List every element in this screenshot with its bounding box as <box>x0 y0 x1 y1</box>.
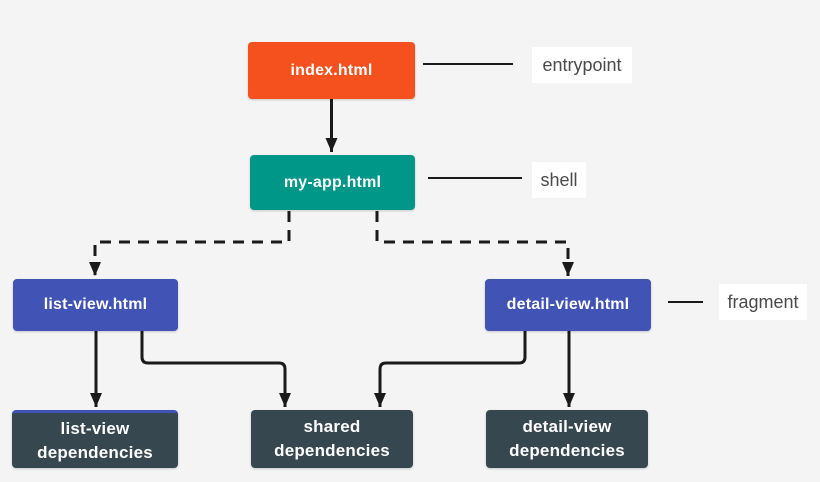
node-shared-dependencies-line1: shared <box>303 417 361 436</box>
node-detail-view-dependencies-line1: detail-view <box>522 417 612 436</box>
node-detail-view-html-label: detail-view.html <box>506 296 630 313</box>
node-index-html-label: index.html <box>290 61 373 79</box>
annotation-entrypoint: entrypoint <box>532 47 632 83</box>
node-index-html: index.html <box>248 42 415 99</box>
node-my-app-html-label: my-app.html <box>283 173 382 191</box>
edge-list-view-to-shared-deps <box>140 331 291 407</box>
node-list-view-html: list-view.html <box>13 279 178 331</box>
node-detail-view-html: detail-view.html <box>485 279 651 331</box>
node-shared-dependencies-line2: dependencies <box>274 441 390 460</box>
annotation-shell-label: shell <box>540 169 578 190</box>
edge-my-app-to-detail-view-dashed <box>375 211 574 276</box>
annotation-fragment-label: fragment <box>727 291 799 312</box>
annotation-fragment: fragment <box>719 284 807 320</box>
annotation-entrypoint-label: entrypoint <box>542 54 622 75</box>
edge-my-app-to-list-view-dashed <box>89 211 291 276</box>
node-detail-view-dependencies-line2: dependencies <box>509 441 625 460</box>
node-list-view-dependencies-line2: dependencies <box>37 442 153 462</box>
node-detail-view-dependencies: detail-view dependencies <box>486 410 648 468</box>
node-shared-dependencies: shared dependencies <box>251 410 413 468</box>
annotation-shell: shell <box>532 162 586 198</box>
node-list-view-html-label: list-view.html <box>43 296 148 313</box>
node-list-view-dependencies-line1: list-view <box>60 418 130 438</box>
node-my-app-html: my-app.html <box>250 155 415 210</box>
node-list-view-dependencies: list-view dependencies <box>12 410 178 468</box>
edge-detail-view-to-shared-deps <box>374 331 527 407</box>
